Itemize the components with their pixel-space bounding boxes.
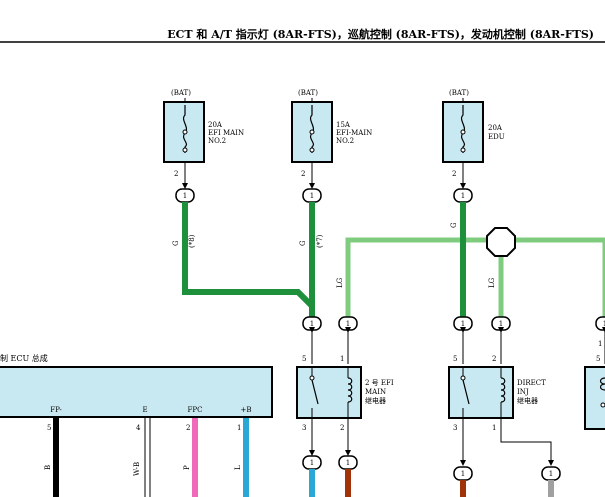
relay-pin: 1: [492, 424, 496, 432]
fuse-name: EFI-MAIN: [336, 129, 372, 137]
relay-title-2: INJ: [517, 388, 529, 396]
ecu-pin-name: E: [142, 406, 147, 414]
svg-text:1: 1: [461, 320, 465, 328]
wire-lg-bus: [345, 237, 605, 318]
fuse-rating: 20A: [208, 121, 223, 129]
ecu-pin-name: FPC: [188, 406, 203, 414]
fuse-name-2: NO.2: [208, 137, 226, 145]
svg-text:1: 1: [461, 470, 465, 478]
wire-note: (*7): [316, 234, 324, 248]
fuse-efi-main-no2-a: (BAT) 20A EFI MAIN NO.2 2 1: [163, 89, 244, 203]
wire-label-p: P: [183, 465, 191, 470]
relay-title: 2 号 EFI: [365, 379, 394, 387]
fuse-rating: 20A: [488, 124, 503, 132]
fuse-pin: 2: [174, 170, 178, 178]
wire-label-wb: W-B: [133, 462, 141, 476]
svg-text:1: 1: [499, 320, 503, 328]
fuse-pin: 2: [301, 170, 305, 178]
wire-label-g: G: [450, 222, 458, 228]
wire-g-1: [182, 202, 315, 318]
svg-text:1: 1: [603, 320, 605, 328]
ecu-title: 制 ECU 总成: [0, 353, 48, 363]
ecu-pin-name: FP-: [50, 406, 62, 414]
wire-label-lg: LG: [488, 277, 496, 288]
wire-note: (*8): [188, 234, 196, 248]
svg-text:1: 1: [346, 459, 350, 467]
ecu-pin-num: 4: [136, 424, 141, 432]
relay-right-partial: 1 5: [584, 340, 605, 430]
relay-pin: 1: [340, 355, 344, 363]
relay-pin: 2: [340, 424, 344, 432]
splice-point: [486, 227, 516, 257]
fuse-rating: 15A: [336, 121, 351, 129]
svg-text:1: 1: [549, 470, 553, 478]
relay-pin: 5: [453, 355, 457, 363]
fuse-name-2: NO.2: [336, 137, 354, 145]
wire-label-g: G: [299, 240, 307, 246]
svg-text:1: 1: [310, 320, 314, 328]
ecu-pin-num: 5: [47, 424, 51, 432]
relay-pin: 3: [453, 424, 457, 432]
wire-label-b: B: [44, 465, 52, 470]
relay-pin: 2: [492, 355, 496, 363]
relay-direct-inj: 5 2 DIRECT INJ 继电器 3 1: [448, 355, 546, 432]
fuse-name: EDU: [488, 133, 505, 141]
page-title: ECT 和 A/T 指示灯 (8AR-FTS)，巡航控制 (8AR-FTS)，发…: [167, 27, 594, 41]
fuse-edu: (BAT) 20A EDU 2 1: [442, 89, 505, 203]
svg-text:1: 1: [310, 459, 314, 467]
wire-label-lg: LG: [336, 277, 344, 288]
fuse-supply-label: (BAT): [171, 89, 191, 97]
relay-title-3: 继电器: [365, 396, 386, 405]
relay-title-3: 继电器: [517, 396, 538, 405]
fuse-efi-main-no2-b: (BAT) 15A EFI-MAIN NO.2 2 1: [291, 89, 372, 203]
svg-text:1: 1: [183, 192, 187, 200]
relay-efi-main-no2: 5 1 2 号 EFI MAIN 继电器 3 2: [296, 355, 394, 432]
ecu-pin-num: 1: [237, 424, 241, 432]
ecu-pin-name: +B: [240, 406, 251, 414]
relay-pin: 5: [596, 355, 600, 363]
bottom-connector-row: 1 1 1 1: [302, 455, 561, 481]
relay-connector-row: 1 1 1 1 1: [302, 316, 605, 331]
wire-label-g: G: [172, 240, 180, 246]
ecu-assembly: 制 ECU 总成 FP- E FPC +B 5 4 2 1: [0, 353, 273, 432]
relay-pin: 3: [302, 424, 306, 432]
fuse-supply-label: (BAT): [298, 89, 318, 97]
svg-text:1: 1: [461, 192, 465, 200]
svg-text:1: 1: [310, 192, 314, 200]
fuse-supply-label: (BAT): [449, 89, 469, 97]
wire-label-l: L: [234, 465, 242, 470]
relay-pin: 1: [598, 340, 602, 348]
fuse-pin: 2: [452, 170, 456, 178]
relay-pin: 5: [302, 355, 306, 363]
ecu-pin-num: 2: [186, 424, 190, 432]
relay-title-2: MAIN: [365, 388, 386, 396]
relay-title: DIRECT: [517, 379, 546, 387]
fuse-name: EFI MAIN: [208, 129, 244, 137]
svg-text:1: 1: [346, 320, 350, 328]
